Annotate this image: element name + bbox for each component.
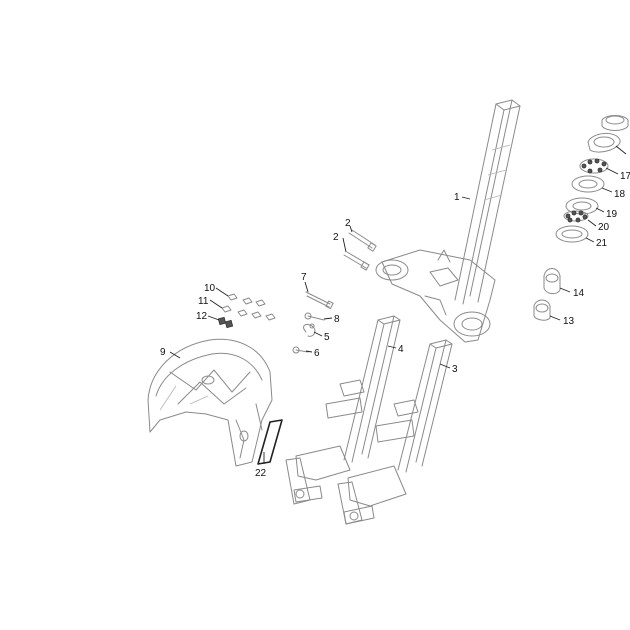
bearing-part-17 xyxy=(579,158,609,174)
leader-lines xyxy=(169,145,627,464)
callout-2-upper: 2 xyxy=(345,218,351,229)
callout-22: 22 xyxy=(255,468,267,479)
callout-17: 17 xyxy=(620,171,630,182)
bolt-part-2-upper xyxy=(348,229,377,252)
callout-labels: 1 2 2 3 4 5 6 7 8 9 10 11 12 13 14 17 18… xyxy=(160,171,630,479)
callout-4: 4 xyxy=(398,344,404,355)
nut-top-part xyxy=(601,115,629,131)
bearing-race-part-18 xyxy=(571,175,605,193)
callout-13: 13 xyxy=(563,316,575,327)
nut-set-part-12 xyxy=(217,316,234,329)
clamp-part-13 xyxy=(533,299,551,321)
bolt-part-7 xyxy=(305,291,334,310)
callout-3: 3 xyxy=(452,364,458,375)
callout-9: 9 xyxy=(160,347,166,358)
callout-20: 20 xyxy=(598,222,610,233)
callout-10: 10 xyxy=(204,283,216,294)
callout-7: 7 xyxy=(301,272,307,283)
callout-5: 5 xyxy=(324,332,330,343)
screw-set-part-11 xyxy=(221,305,276,321)
clamp-part-14 xyxy=(543,268,561,295)
callout-14: 14 xyxy=(573,288,585,299)
fork-leg-part-4 xyxy=(285,315,401,505)
screw-part-6 xyxy=(292,346,309,354)
clip-part-5 xyxy=(303,323,316,337)
callout-21: 21 xyxy=(596,238,608,249)
callout-19: 19 xyxy=(606,209,618,220)
screw-part-8 xyxy=(304,312,325,321)
callout-8: 8 xyxy=(334,314,340,325)
fork-leg-part-3 xyxy=(337,339,453,525)
callout-18: 18 xyxy=(614,189,626,200)
bearing-part-20 xyxy=(563,210,589,223)
front-fender-part-9 xyxy=(147,338,273,467)
washer-top-part xyxy=(587,133,621,153)
callout-11: 11 xyxy=(198,296,209,307)
seal-part-21 xyxy=(555,225,589,243)
callout-12: 12 xyxy=(196,311,208,322)
bolt-part-2-lower xyxy=(343,251,370,271)
sticker-part-22 xyxy=(257,419,283,465)
steering-stem-part-1 xyxy=(375,99,521,343)
screw-set-part-10 xyxy=(227,293,266,307)
callout-6: 6 xyxy=(314,348,320,359)
callout-2-lower: 2 xyxy=(333,232,339,243)
callout-1: 1 xyxy=(454,192,460,203)
